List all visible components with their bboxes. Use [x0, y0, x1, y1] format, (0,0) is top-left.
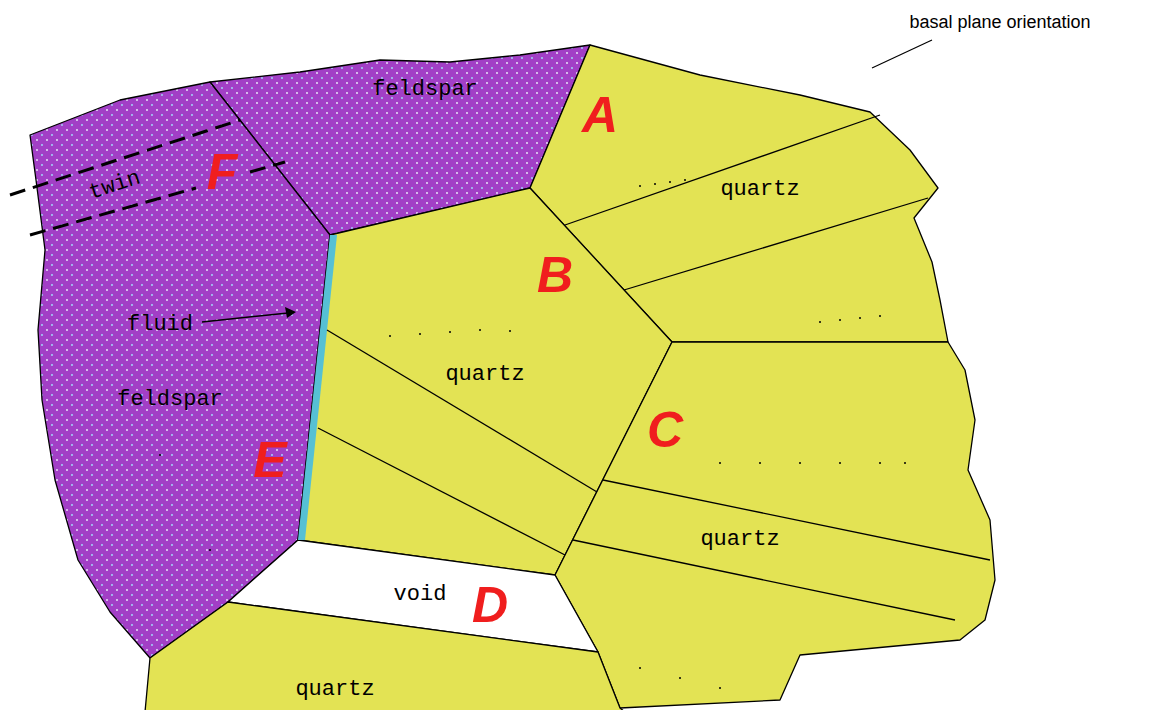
orientation-note: basal plane orientation	[909, 13, 1090, 31]
mineral-label: quartz	[295, 679, 374, 701]
grain-outline	[145, 602, 625, 710]
dot	[759, 462, 761, 464]
dot	[859, 317, 861, 319]
dot	[879, 315, 881, 317]
dot	[159, 454, 161, 456]
dot	[509, 330, 511, 332]
mineral-label: void	[394, 584, 447, 606]
basal-line	[327, 330, 597, 492]
mineral-label: quartz	[700, 529, 779, 551]
grain-shape	[555, 342, 995, 708]
dot	[904, 462, 906, 464]
twin-label: twin	[86, 167, 143, 204]
dot	[879, 462, 881, 464]
site-letter: D	[472, 580, 508, 630]
twin-lines	[10, 120, 285, 235]
fluid-label: fluid	[127, 314, 193, 336]
mineral-label: quartz	[445, 364, 524, 386]
dot	[654, 183, 656, 185]
site-letter: C	[647, 405, 683, 455]
mineral-label: feldspar	[372, 79, 478, 101]
mineral-label: quartz	[720, 179, 799, 201]
dot	[639, 667, 641, 669]
dot	[449, 331, 451, 333]
basal-line	[318, 428, 565, 555]
mineral-label: feldspar	[117, 389, 223, 411]
site-letter: E	[253, 435, 286, 485]
fluid-film	[298, 235, 337, 540]
fluid-arrow-head	[285, 307, 296, 318]
dot	[209, 549, 211, 551]
dot	[479, 329, 481, 331]
dot	[679, 677, 681, 679]
dot	[389, 335, 391, 337]
twin-line	[250, 162, 285, 172]
basal-line	[573, 540, 955, 620]
quartz-grain: quartz	[555, 342, 995, 708]
basal-plane-lines	[318, 115, 990, 620]
dot	[719, 462, 721, 464]
site-letter: B	[537, 250, 573, 300]
dot	[819, 321, 821, 323]
site-letter: A	[582, 90, 618, 140]
dot	[719, 687, 721, 689]
dot	[839, 462, 841, 464]
dot	[669, 181, 671, 183]
grain-outline	[555, 342, 995, 708]
fluid-arrow-shaft	[202, 313, 288, 322]
grain-shape	[145, 602, 625, 710]
quartz-grain: quartz	[145, 602, 625, 710]
dot	[799, 462, 801, 464]
basal-line	[624, 198, 928, 290]
basal-line	[603, 480, 990, 560]
dot	[684, 179, 686, 181]
site-letter: F	[207, 147, 238, 197]
quartz-dots	[159, 179, 906, 689]
leader-line	[872, 40, 932, 68]
dot	[419, 333, 421, 335]
dot	[839, 319, 841, 321]
dot	[639, 185, 641, 187]
